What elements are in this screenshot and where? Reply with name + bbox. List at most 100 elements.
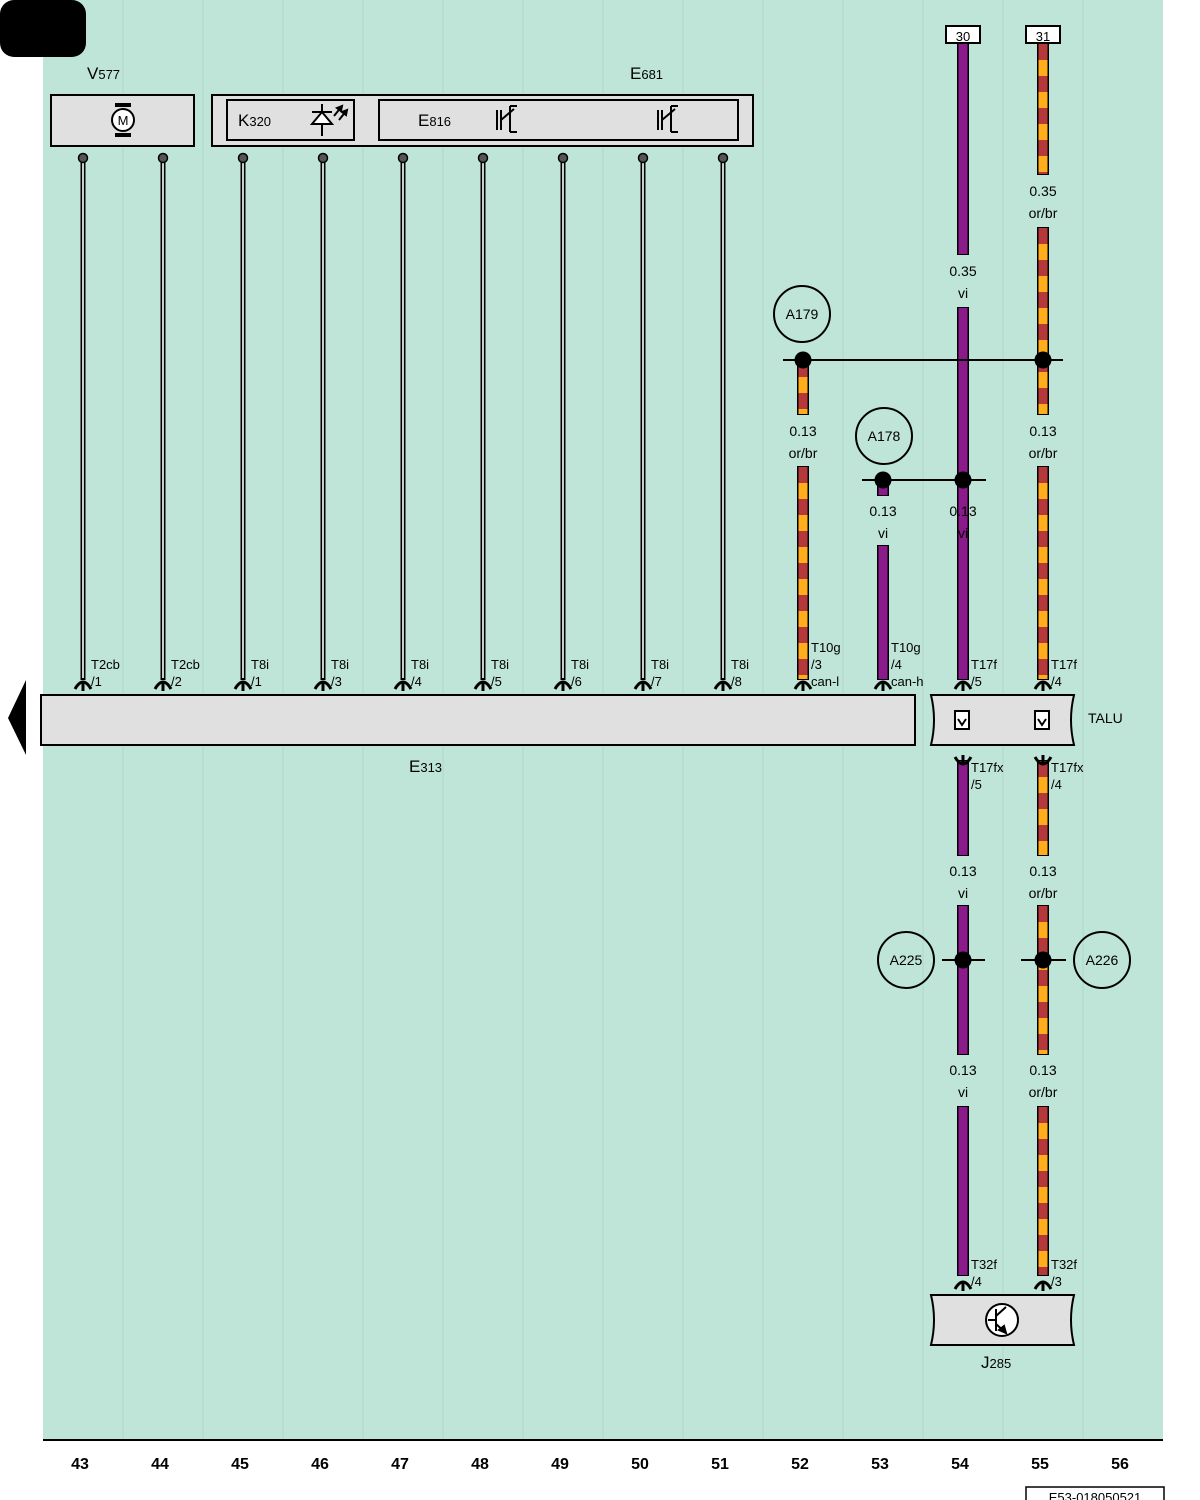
- wire-color: or/br: [789, 445, 818, 461]
- brown-stripes: [798, 44, 1048, 1275]
- connector-pin: /1: [251, 674, 262, 689]
- e313-module: [40, 694, 916, 746]
- switch-icon: [657, 105, 678, 133]
- wire-color: or/br: [1029, 885, 1058, 901]
- connector-pin: /4: [1051, 777, 1062, 792]
- wire-labels: 0.35 vi 0.35 or/br 0.13 or/br 0.13 vi 0.…: [789, 183, 1058, 1100]
- column-number: 47: [391, 1456, 409, 1473]
- terminal-31-label: 31: [1036, 29, 1050, 44]
- e816-label: E816: [418, 111, 451, 130]
- v577-label: V577: [87, 64, 120, 83]
- column-number: 45: [231, 1456, 249, 1473]
- ground-point-a178: A178: [855, 407, 913, 465]
- splice-dots: [794, 351, 1052, 969]
- connector-pin: /8: [731, 674, 742, 689]
- connector-name: T8i: [251, 657, 269, 672]
- k320-box: [226, 99, 355, 141]
- column-number: 51: [711, 1456, 729, 1473]
- column-number: 46: [311, 1456, 329, 1473]
- terminal-30-label: 30: [956, 29, 970, 44]
- wire-color: or/br: [1029, 1084, 1058, 1100]
- wire-size: 0.13: [949, 1062, 976, 1078]
- connector-labels: T2cb /1 T2cb /2 T8i /1 T8i /3 T8i /4 T8i…: [91, 640, 1084, 1289]
- connector-name: T8i: [731, 657, 749, 672]
- e816-box: [378, 99, 739, 141]
- led-icon: [309, 104, 349, 136]
- connector-name: T2cb: [171, 657, 200, 672]
- wire-size: 0.13: [949, 503, 976, 519]
- wire-color: vi: [958, 885, 968, 901]
- wire-color: or/br: [1029, 445, 1058, 461]
- svg-text:A178: A178: [868, 428, 901, 444]
- wire-size: 0.13: [789, 423, 816, 439]
- connector-pin: /5: [971, 674, 982, 689]
- ground-point-a225: A225: [877, 931, 935, 989]
- wire-highlights: [82, 160, 724, 678]
- doc-code: E53-018050521: [1049, 1490, 1142, 1500]
- svg-text:M: M: [118, 113, 129, 128]
- wire-size: 0.13: [1029, 1062, 1056, 1078]
- talu-label: TALU: [1088, 710, 1123, 726]
- column-numbers: 43 44 45 46 47 48 49 50 51 52 53 54 55 5…: [71, 1456, 1129, 1473]
- e313-label: E313: [409, 757, 442, 776]
- connector-name: T17fx: [971, 760, 1004, 775]
- column-number: 52: [791, 1456, 809, 1473]
- connector-pin: /3: [1051, 1274, 1062, 1289]
- k320-label: K320: [238, 111, 271, 130]
- connector-name: T32f: [1051, 1257, 1077, 1272]
- wire-size: 0.35: [949, 263, 976, 279]
- connector-pin: /3: [331, 674, 342, 689]
- ground-point-a226: A226: [1073, 931, 1131, 989]
- connector-name: T17f: [971, 657, 997, 672]
- ground-point-a179: A179: [773, 285, 831, 343]
- connector-name: T8i: [411, 657, 429, 672]
- connector-pin: /4: [971, 1274, 982, 1289]
- switch-icon: [496, 105, 517, 133]
- connector-name: T10g: [811, 640, 841, 655]
- connector-pin: /4: [411, 674, 422, 689]
- connector-signal: can-l: [811, 674, 839, 689]
- connector-signal: can-h: [891, 674, 924, 689]
- transistor-icon: [985, 1303, 1019, 1337]
- column-number: 48: [471, 1456, 489, 1473]
- connector-name: T17f: [1051, 657, 1077, 672]
- doc-code-box: [1025, 1486, 1165, 1500]
- wire-size: 0.13: [1029, 423, 1056, 439]
- connector-name: T8i: [651, 657, 669, 672]
- connector-name: T8i: [331, 657, 349, 672]
- connector-name: T32f: [971, 1257, 997, 1272]
- connector-pin: /4: [1051, 674, 1062, 689]
- component-pin-dots: [77, 152, 729, 164]
- svg-text:A225: A225: [890, 952, 923, 968]
- motor-icon: M: [111, 103, 135, 137]
- wire-size: 0.13: [949, 863, 976, 879]
- connector-pin: /5: [491, 674, 502, 689]
- coupling-icon: [1034, 710, 1050, 730]
- column-number: 44: [151, 1456, 169, 1473]
- svg-text:A226: A226: [1086, 952, 1119, 968]
- connector-pin: /4: [891, 657, 902, 672]
- e681-label: E681: [630, 64, 663, 83]
- connector-name: T17fx: [1051, 760, 1084, 775]
- column-number: 54: [951, 1456, 969, 1473]
- connector-pin: /3: [811, 657, 822, 672]
- connector-pin: /7: [651, 674, 662, 689]
- wire-color: vi: [878, 525, 888, 541]
- connector-name: T2cb: [91, 657, 120, 672]
- svg-text:A179: A179: [786, 306, 819, 322]
- column-number: 50: [631, 1456, 649, 1473]
- column-number: 43: [71, 1456, 89, 1473]
- column-number: 56: [1111, 1456, 1129, 1473]
- connector-pin: /1: [91, 674, 102, 689]
- wire-size: 0.13: [869, 503, 896, 519]
- connector-name: T10g: [891, 640, 921, 655]
- connector-name: T8i: [491, 657, 509, 672]
- column-number: 49: [551, 1456, 569, 1473]
- connector-pin: /6: [571, 674, 582, 689]
- talu-box: [929, 694, 1076, 746]
- connector-pin: /5: [971, 777, 982, 792]
- column-number: 55: [1031, 1456, 1049, 1473]
- violet-wires: [878, 44, 968, 1275]
- page-tab: [0, 0, 86, 57]
